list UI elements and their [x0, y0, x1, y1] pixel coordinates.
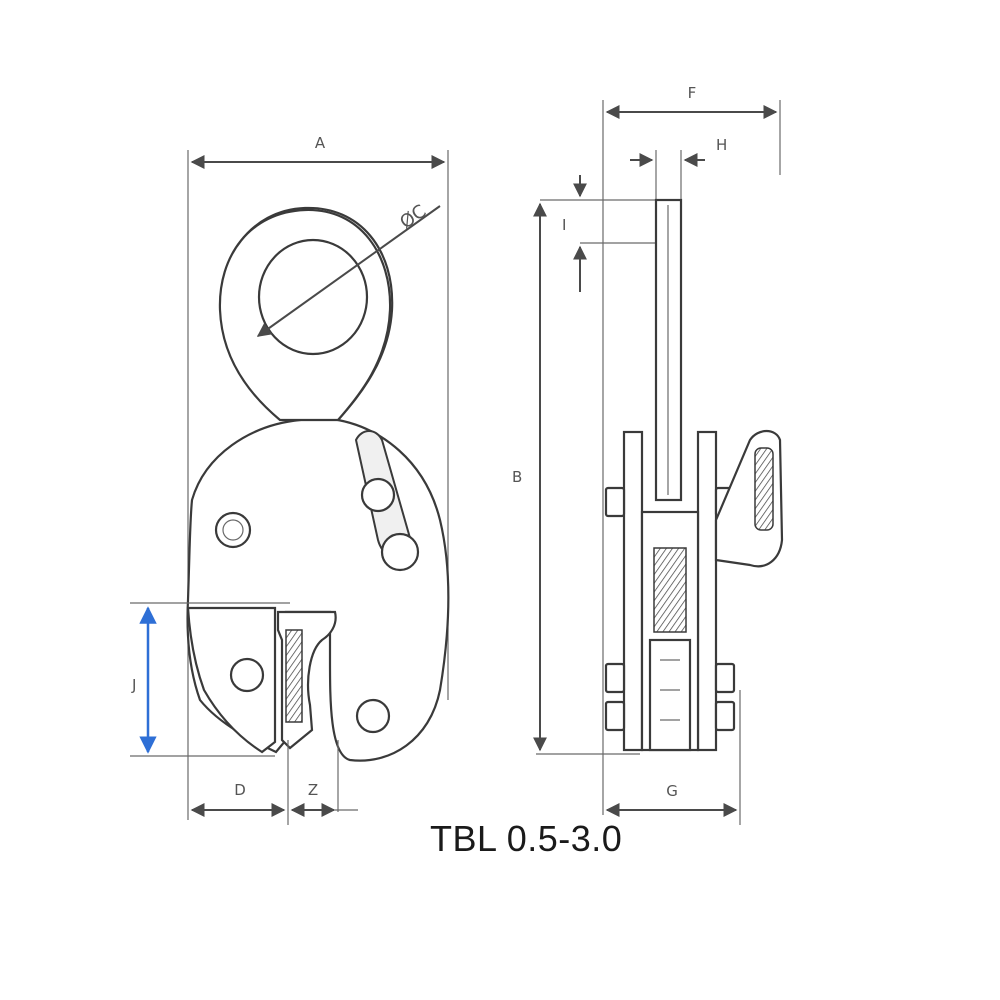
dimension-z-label: Z: [308, 781, 318, 799]
pivot-bolt-left: [214, 511, 252, 549]
gripper-side: [648, 638, 692, 752]
side-view: F H I B: [512, 84, 784, 825]
gripper-teeth: [285, 629, 303, 723]
front-view: A ØC J D Z: [130, 134, 450, 825]
dimension-j-label: J: [131, 676, 136, 694]
lever-bolt: [360, 477, 396, 513]
jaw-bolt: [229, 657, 265, 693]
lever-grip: [754, 447, 774, 531]
dimension-b-label: B: [512, 468, 522, 486]
nut-left-bottom: [604, 700, 626, 732]
nut-right-mid: [714, 662, 736, 694]
nut-right-bottom: [714, 700, 736, 732]
model-title: TBL 0.5-3.0: [430, 818, 623, 859]
dimension-c-label: ØC: [396, 201, 430, 234]
dimension-h-label: H: [716, 136, 727, 154]
body-bolt-bottom: [355, 698, 391, 734]
dimension-d-label: D: [234, 781, 246, 799]
side-plate-left: [622, 430, 644, 752]
dimension-c-line: [256, 205, 441, 337]
dimension-f-label: F: [688, 84, 697, 102]
nut-left-top: [604, 486, 626, 518]
dimension-i-label: I: [562, 216, 566, 234]
dimension-g-label: G: [666, 782, 678, 800]
side-plate-right: [696, 430, 718, 752]
lever-spring-bolt: [380, 532, 420, 572]
dimension-a-label: A: [315, 134, 326, 152]
spring-coil: [653, 547, 687, 633]
nut-left-mid: [604, 662, 626, 694]
